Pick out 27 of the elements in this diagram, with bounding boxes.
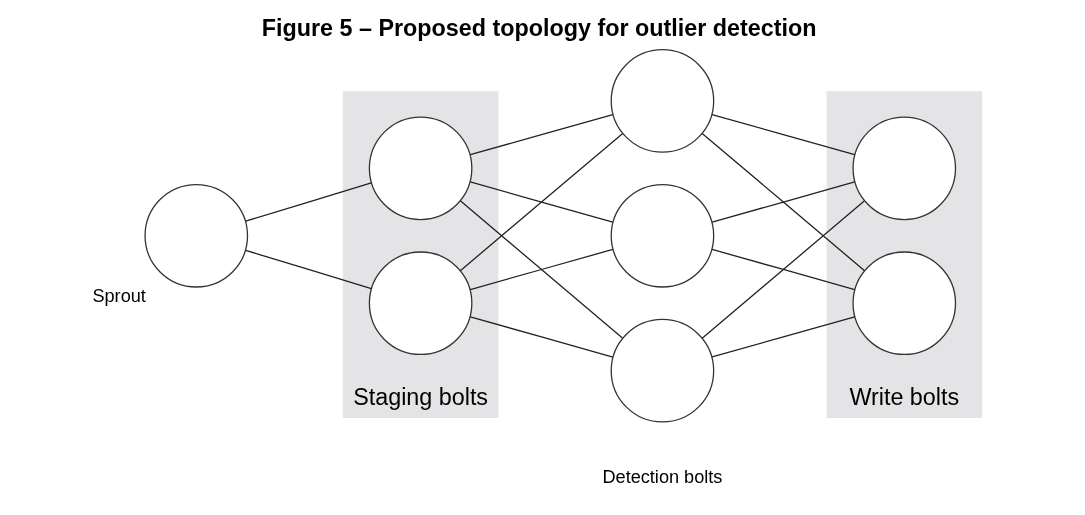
connector [711, 113, 856, 156]
node-circle [610, 49, 715, 153]
connector [459, 200, 624, 339]
cluster: Staging bolts [342, 91, 499, 418]
connector [469, 248, 614, 291]
connector [469, 113, 614, 156]
connector [469, 181, 614, 223]
node-label: Sprout [92, 285, 146, 306]
connector [701, 200, 865, 339]
node-circle [610, 183, 715, 288]
connector [245, 249, 372, 290]
cluster: Write bolts [826, 91, 983, 418]
connector [459, 133, 624, 272]
node-circle [144, 183, 249, 288]
node-circle [852, 116, 957, 221]
connector [469, 316, 614, 358]
node-circle [368, 116, 473, 221]
node-circle [368, 251, 473, 356]
label: Detection bolts [602, 467, 723, 488]
connector [245, 182, 372, 222]
connector [711, 316, 856, 358]
connector [711, 181, 856, 223]
connector [711, 248, 856, 291]
connector [701, 132, 865, 272]
diagram-title: Figure 5 – Proposed topology for outlier detection [261, 14, 817, 41]
node-circle [610, 318, 715, 423]
node-circle [852, 251, 957, 356]
